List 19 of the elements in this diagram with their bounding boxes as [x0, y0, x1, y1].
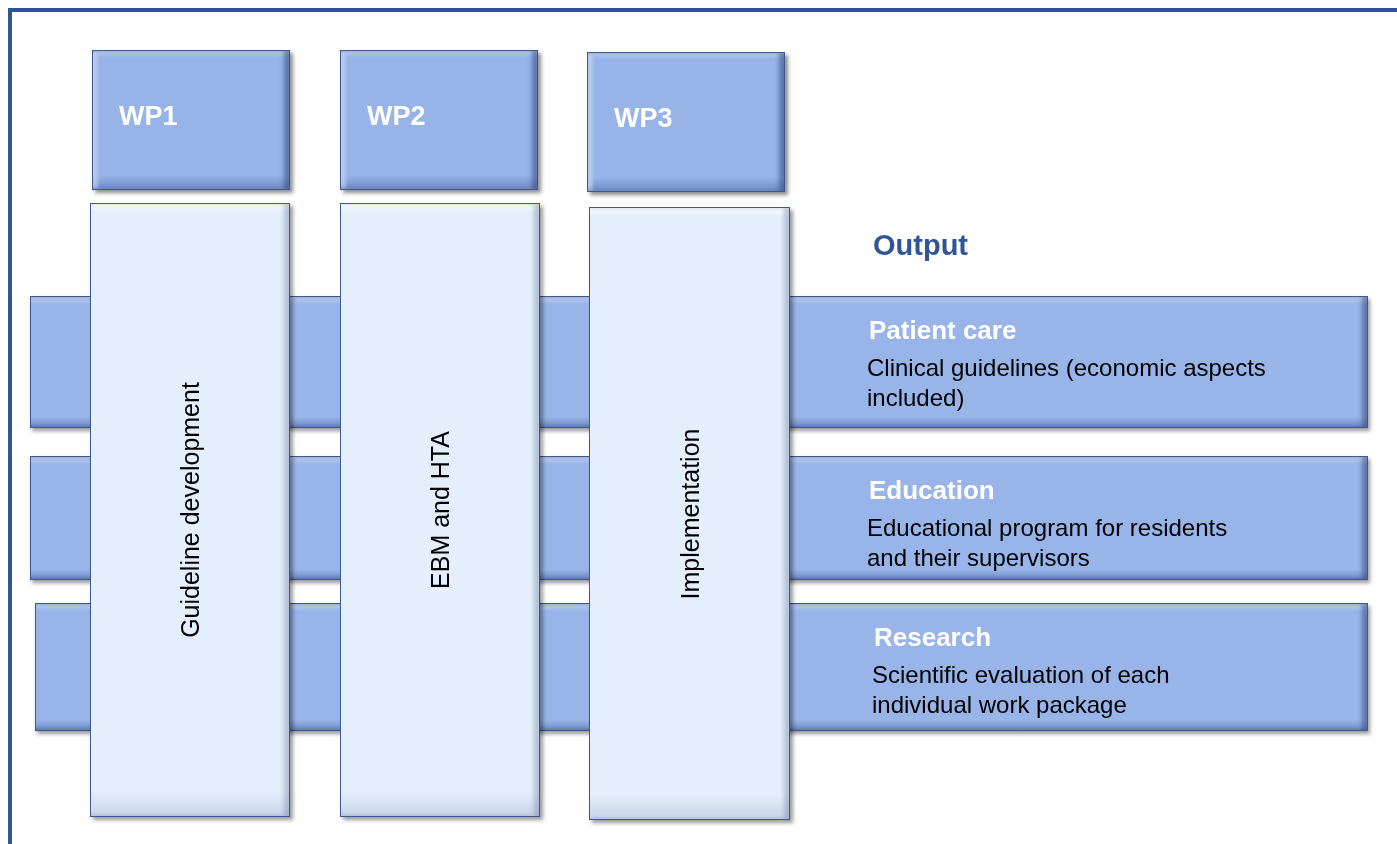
output-heading: Research: [874, 622, 992, 653]
work-package-box: [587, 52, 785, 192]
column-box: [340, 203, 540, 817]
output-description: Scientific evaluation of each individual work package: [872, 660, 1171, 720]
column-box: [90, 203, 290, 817]
output-description: Educational program for residents and their supervisors: [867, 513, 1229, 573]
column-label: Guideline development: [175, 382, 205, 638]
output-heading: Patient care: [869, 315, 1017, 346]
column-box: [589, 207, 790, 820]
output-heading: Education: [869, 475, 995, 506]
work-package-box: [340, 50, 538, 190]
column-label: Implementation: [675, 428, 704, 599]
box-title: WP3: [614, 103, 673, 134]
output-description: Clinical guidelines (economic aspects included): [867, 353, 1267, 413]
work-package-box: [92, 50, 290, 190]
box-title: WP2: [367, 101, 426, 132]
box-title: WP1: [119, 101, 178, 132]
section-heading: Output: [873, 229, 968, 262]
column-label: EBM and HTA: [425, 431, 455, 589]
